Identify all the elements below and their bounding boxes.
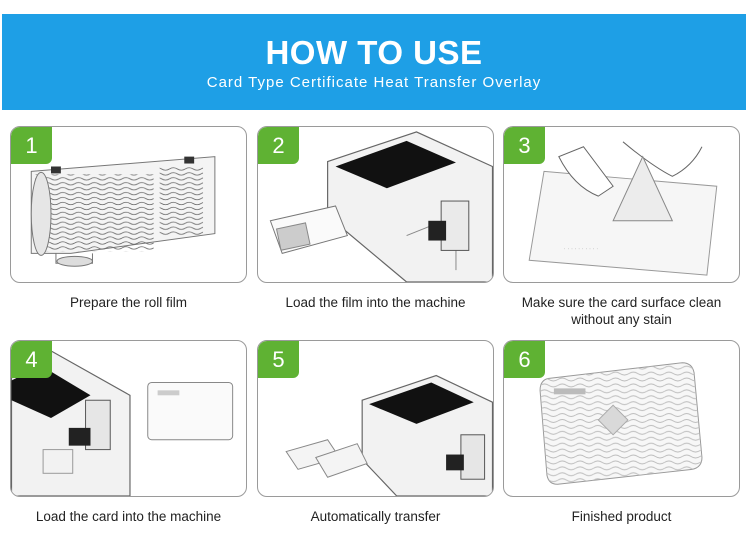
step-number-badge: 1	[11, 127, 52, 164]
load-film-illustration	[269, 131, 493, 282]
step-number-badge: 3	[504, 127, 545, 164]
step-card-2: 2	[257, 126, 494, 283]
step-number-badge: 6	[504, 341, 545, 378]
transfer-illustration	[285, 374, 493, 496]
roll-film-illustration	[30, 156, 216, 267]
step-caption-4: Load the card into the machine	[35, 509, 222, 524]
page-subtitle: Card Type Certificate Heat Transfer Over…	[206, 74, 542, 91]
step-card-5: 5	[257, 340, 494, 497]
clean-card-illustration: · · · · · · · · · ·	[528, 141, 718, 276]
finished-card-illustration	[539, 362, 703, 485]
step-card-4: 4	[10, 340, 247, 497]
step-caption-2: Load the film into the machine	[285, 295, 466, 310]
step-caption-6: Finished product	[571, 509, 672, 524]
step-card-1: 1	[10, 126, 247, 283]
page-title: HOW TO USE	[265, 34, 483, 71]
step-caption-1: Prepare the roll film	[69, 295, 188, 310]
header-banner: HOW TO USE Card Type Certificate Heat Tr…	[2, 14, 746, 110]
svg-text:· · · · · · · · · ·: · · · · · · · · · ·	[564, 246, 598, 252]
step-card-6: 6	[503, 340, 740, 497]
step-number-badge: 2	[258, 127, 299, 164]
step-caption-5: Automatically transfer	[310, 509, 441, 524]
step-card-3: · · · · · · · · · · 3	[503, 126, 740, 283]
step-number-badge: 5	[258, 341, 299, 378]
step-caption-3: Make sure the card surface clean without…	[521, 295, 722, 327]
load-card-illustration	[11, 350, 234, 496]
step-number-badge: 4	[11, 341, 52, 378]
